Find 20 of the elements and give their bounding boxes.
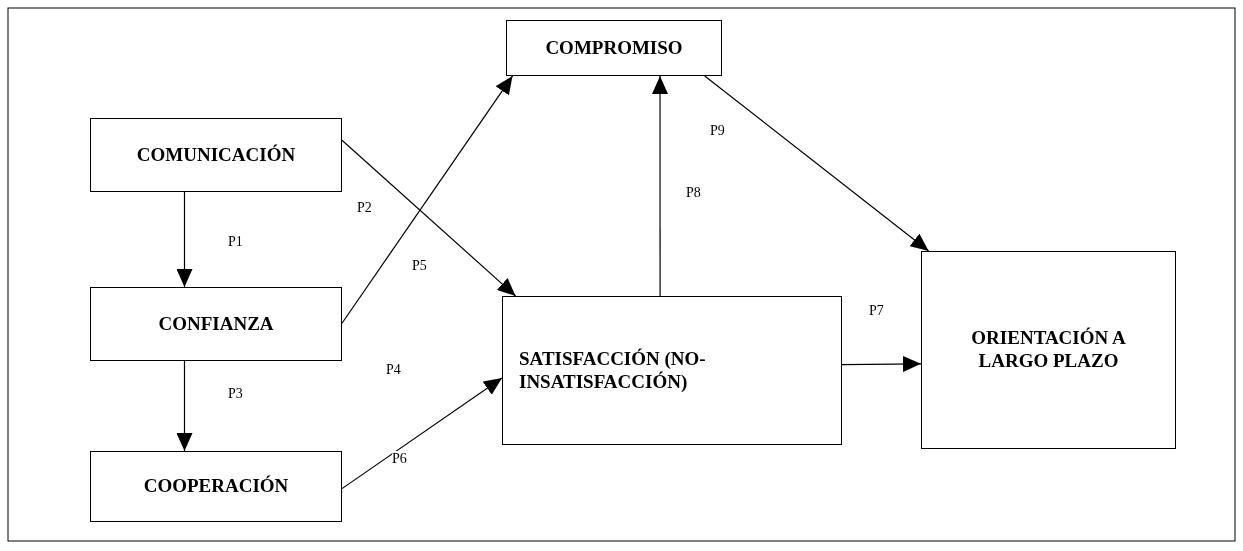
arrow bbox=[841, 356, 922, 372]
node-label: COMPROMISO bbox=[545, 36, 683, 60]
process-box bbox=[90, 118, 342, 192]
process-box bbox=[506, 20, 722, 76]
node-label: COMUNICACIÓN bbox=[136, 143, 296, 167]
arrow bbox=[341, 377, 503, 490]
process-box bbox=[921, 251, 1176, 449]
arrow bbox=[341, 75, 514, 324]
arrow bbox=[176, 191, 193, 288]
node-label: SATISFACCIÓN (NO-INSATISFACCIÓN) bbox=[519, 347, 707, 394]
node-label: CONFIANZA bbox=[158, 312, 274, 336]
node-label: ORIENTACIÓN A LARGO PLAZO bbox=[970, 327, 1127, 373]
process-box bbox=[502, 296, 842, 445]
arrow bbox=[341, 139, 517, 297]
process-box bbox=[90, 287, 342, 361]
arrow bbox=[704, 75, 930, 252]
node-label: COOPERACIÓN bbox=[143, 475, 289, 498]
process-box bbox=[90, 451, 342, 522]
arrow bbox=[652, 75, 668, 297]
arrow bbox=[176, 360, 193, 452]
